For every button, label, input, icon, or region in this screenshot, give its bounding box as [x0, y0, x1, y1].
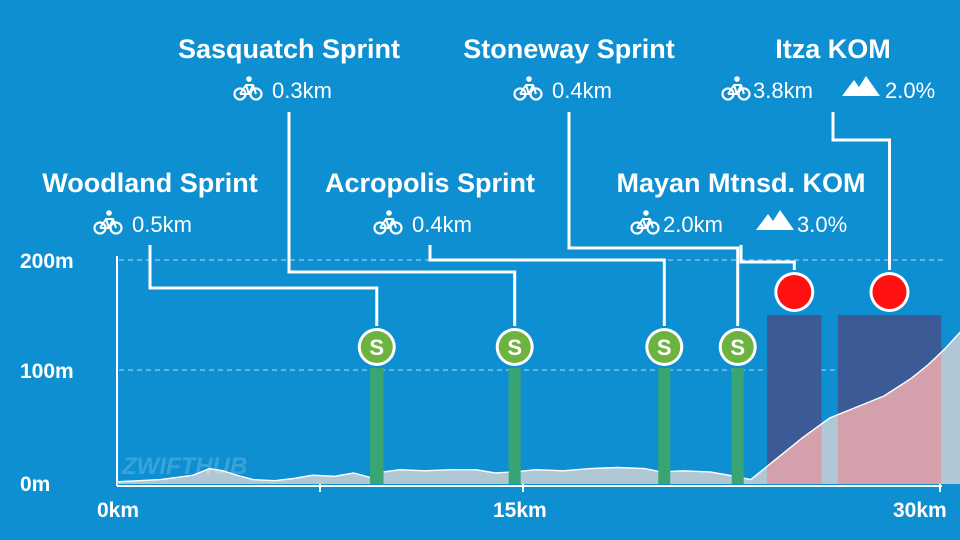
- segment-name: Woodland Sprint: [42, 168, 257, 198]
- bike-icon: [373, 209, 403, 235]
- kom-marker: [872, 275, 907, 309]
- sprint-badge-letter: S: [507, 335, 522, 360]
- segment-grade: 2.0%: [885, 78, 935, 103]
- sprint-bar: [369, 368, 384, 484]
- segment-label-mayan: Mayan Mtnsd. KOM 2.0km 3.0%: [616, 168, 865, 237]
- sprint-badge: [648, 331, 681, 363]
- segment-name: Stoneway Sprint: [463, 34, 675, 64]
- sprint-badge: [721, 331, 754, 363]
- connector-acropolis: [428, 245, 666, 326]
- climb-area: [837, 352, 942, 484]
- kom-marker: [777, 275, 812, 309]
- x-tick-label-30: 30km: [893, 499, 947, 522]
- mountain-icon: [756, 210, 794, 230]
- sprint-badge-letter: S: [730, 335, 745, 360]
- segment-distance: 2.0km: [663, 212, 723, 237]
- segment-distance: 3.8km: [753, 78, 813, 103]
- sprint-bars: [369, 368, 744, 484]
- segment-name: Acropolis Sprint: [325, 168, 535, 198]
- segment-name: Mayan Mtnsd. KOM: [616, 168, 865, 198]
- x-tick-label-0: 0km: [97, 499, 139, 522]
- segment-label-sasquatch: Sasquatch Sprint 0.3km: [178, 34, 400, 103]
- segment-label-itza: Itza KOM 3.8km 2.0%: [721, 34, 935, 103]
- sprint-bar: [731, 368, 744, 484]
- connector-woodland: [148, 245, 379, 326]
- elevation-outline: [116, 331, 960, 483]
- watermark: ZWIFTHUB: [121, 453, 247, 480]
- y-tick-label-100: 100m: [20, 360, 74, 383]
- elevation-profile: [116, 331, 960, 484]
- bike-icon: [233, 75, 263, 101]
- x-tick-label-15: 15km: [493, 499, 547, 522]
- bike-icon: [513, 75, 543, 101]
- segment-grade: 3.0%: [797, 212, 847, 237]
- segment-label-acropolis: Acropolis Sprint 0.4km: [325, 168, 535, 237]
- y-tick-label-0: 0m: [20, 473, 50, 496]
- connector-sasquatch: [287, 112, 517, 326]
- bike-icon: [630, 209, 660, 235]
- sprint-bar: [508, 368, 521, 484]
- connector-mayan: [739, 245, 796, 270]
- label-connectors: [148, 112, 891, 326]
- climb-area: [767, 423, 822, 484]
- connector-stoneway: [567, 112, 740, 326]
- segment-distance: 0.4km: [412, 212, 472, 237]
- mountain-icon: [842, 76, 880, 96]
- bike-icon: [93, 209, 123, 235]
- segment-distance: 0.4km: [552, 78, 612, 103]
- bike-icon: [721, 75, 751, 101]
- segment-distance: 0.3km: [272, 78, 332, 103]
- y-tick-label-200: 200m: [20, 250, 74, 273]
- sprint-badge-letter: S: [657, 335, 672, 360]
- sprint-badge: [360, 331, 393, 363]
- segment-label-woodland: Woodland Sprint 0.5km: [42, 168, 257, 237]
- connector-itza: [831, 112, 891, 270]
- sprint-bar: [658, 368, 671, 484]
- sprint-badge-letter: S: [369, 335, 384, 360]
- segment-label-stoneway: Stoneway Sprint 0.4km: [463, 34, 675, 103]
- segment-distance: 0.5km: [132, 212, 192, 237]
- sprint-badge: [498, 331, 531, 363]
- segment-name: Sasquatch Sprint: [178, 34, 400, 64]
- segment-name: Itza KOM: [775, 34, 891, 64]
